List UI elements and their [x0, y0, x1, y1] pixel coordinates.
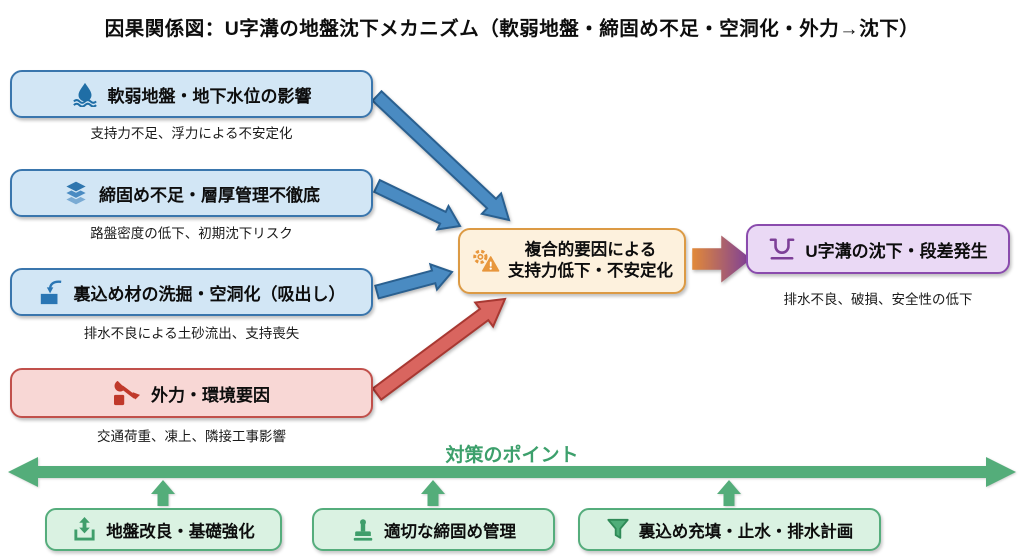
up-arrow-backfill-plan [717, 480, 741, 506]
result-note: 排水不良、破損、安全性の低下 [783, 292, 973, 307]
layers-icon [63, 180, 89, 206]
compaction-icon [351, 518, 375, 542]
u-gutter-icon [768, 237, 796, 261]
countermeasure-axis-label: 対策のポイント [445, 445, 579, 466]
arrow-compaction-to-intermediate [372, 178, 462, 231]
cause-note: 排水不良による土砂流出、支持喪失 [83, 326, 300, 341]
cause-label: 締固め不足・層厚管理不徹底 [99, 185, 320, 205]
countermeasure-label: 裏込め充填・止水・排水計画 [638, 522, 854, 541]
countermeasure-box-backfill-drainage: 裏込め充填・止水・排水計画 [578, 508, 881, 551]
up-arrow-ground-improvement [151, 480, 175, 506]
washout-icon [38, 280, 64, 305]
cause-label: 裏込め材の洗掘・空洞化（吸出し） [73, 284, 346, 304]
cause-note: 路盤密度の低下、初期沈下リスク [90, 226, 293, 241]
water-level-icon [72, 82, 98, 107]
cause-note: 支持力不足、浮力による不安定化 [90, 126, 293, 141]
up-arrow-compaction-management [421, 480, 445, 506]
cause-note: 交通荷重、凍上、隣接工事影響 [97, 429, 286, 444]
arrow-soft-ground-to-intermediate [371, 89, 511, 222]
cause-box-external-forces: 外力・環境要因 [10, 368, 373, 418]
arrow-washout-to-intermediate [374, 262, 454, 300]
intermediate-line2: 支持力低下・不安定化 [508, 262, 673, 280]
result-box: U字溝の沈下・段差発生 [746, 224, 1010, 274]
tools-icon [113, 380, 141, 406]
cause-box-washout-cavity: 裏込め材の洗掘・空洞化（吸出し） [10, 268, 373, 316]
countermeasure-box-ground-improvement: 地盤改良・基礎強化 [45, 508, 282, 551]
cause-box-soft-ground: 軟弱地盤・地下水位の影響 [10, 70, 373, 118]
cause-box-compaction-deficiency: 締固め不足・層厚管理不徹底 [10, 169, 373, 217]
countermeasure-box-compaction-management: 適切な締固め管理 [312, 508, 555, 551]
cause-label: 軟弱地盤・地下水位の影響 [107, 86, 312, 106]
intermediate-box: 複合的要因による 支持力低下・不安定化 [458, 228, 686, 294]
gear-warning-icon [471, 248, 501, 275]
funnel-icon [606, 518, 630, 542]
diagram-title: 因果関係図：U字溝の地盤沈下メカニズム（軟弱地盤・締固め不足・空洞化・外力→沈下… [104, 18, 920, 40]
ground-improvement-icon [72, 517, 97, 542]
countermeasure-label: 適切な締固め管理 [384, 522, 516, 541]
result-label: U字溝の沈下・段差発生 [805, 241, 988, 261]
intermediate-line1: 複合的要因による [524, 240, 657, 259]
countermeasure-label: 地盤改良・基礎強化 [106, 522, 255, 541]
arrow-external-to-intermediate [371, 297, 507, 401]
cause-label: 外力・環境要因 [151, 385, 270, 405]
arrow-intermediate-to-result [692, 235, 752, 283]
